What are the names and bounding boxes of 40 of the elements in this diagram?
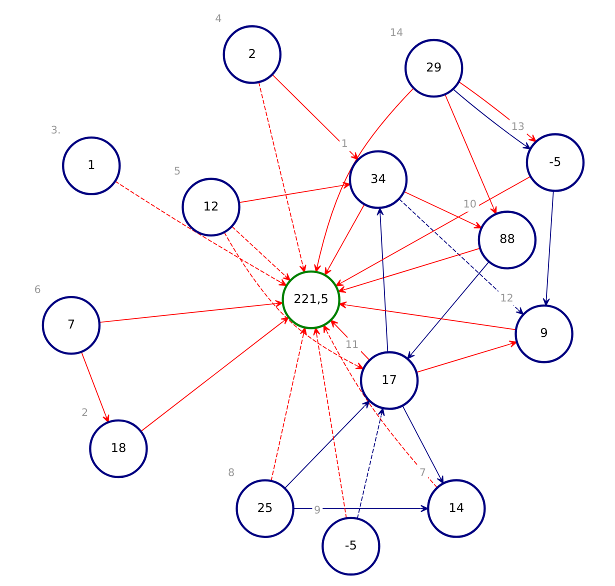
arrow bbox=[114, 180, 286, 286]
arrow bbox=[398, 198, 524, 315]
arrow bbox=[98, 300, 283, 323]
node-label: 3. bbox=[50, 124, 60, 136]
node-label: 10 bbox=[462, 198, 476, 210]
node-label: 4 bbox=[214, 13, 222, 26]
arrow bbox=[330, 320, 370, 361]
node-circle: 12 bbox=[181, 178, 240, 237]
arrow bbox=[416, 340, 517, 373]
node-label: 1 bbox=[340, 138, 348, 150]
node-label: 9 bbox=[313, 504, 320, 517]
arrow bbox=[231, 226, 290, 281]
arrow bbox=[452, 88, 530, 150]
node-circle: 18 bbox=[88, 419, 148, 478]
node-label: 7 bbox=[418, 467, 426, 480]
node-label: 13 bbox=[510, 121, 524, 134]
node-label: 14 bbox=[389, 26, 403, 39]
arrow bbox=[223, 232, 364, 370]
arrow bbox=[458, 81, 536, 142]
node-circle: 7 bbox=[41, 296, 100, 355]
arrow bbox=[324, 204, 364, 276]
arrow bbox=[292, 505, 428, 512]
node-label: 12 bbox=[500, 292, 513, 304]
arrow bbox=[314, 88, 414, 272]
arrow bbox=[270, 327, 306, 482]
arrow bbox=[338, 248, 480, 293]
arrow bbox=[284, 400, 370, 488]
node-circle: 1 bbox=[62, 136, 120, 196]
node-label: 11 bbox=[344, 339, 358, 352]
node-label: 5 bbox=[174, 166, 180, 178]
arrow bbox=[338, 301, 516, 330]
arrow bbox=[356, 408, 384, 519]
node-circle: 25 bbox=[235, 479, 294, 538]
arrow bbox=[403, 191, 482, 228]
node-label: 6 bbox=[34, 284, 40, 296]
node-circle: 2 bbox=[222, 25, 282, 84]
arrow bbox=[376, 208, 388, 353]
node-circle: 29 bbox=[404, 38, 463, 98]
node-label: 2 bbox=[80, 407, 88, 420]
node-label: 8 bbox=[228, 467, 234, 480]
